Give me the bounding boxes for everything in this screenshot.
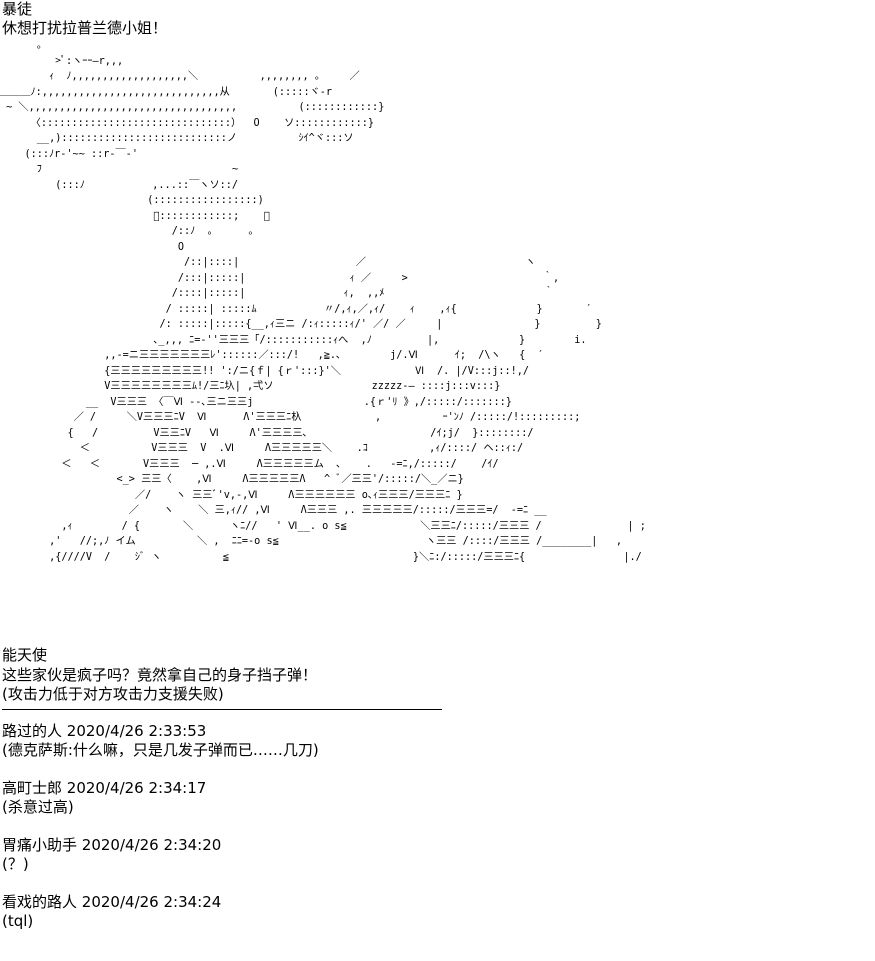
comment-header: 看戏的路人 2020/4/26 2:34:24: [2, 893, 221, 911]
comment-text: (？): [2, 855, 29, 873]
comment-author: 胃痛小助手: [2, 836, 78, 854]
comment-time: 2020/4/26 2:33:53: [66, 722, 207, 740]
ascii-art: 。 >ﾟ:ヽｰｰ―r,,, ｨ ﾉ,,,,,,,,,,,,,,,,,,,＼ ,,…: [0, 40, 646, 563]
comment-text: (杀意过高): [2, 798, 74, 816]
mob-dialogue: 休想打扰拉普兰德小姐！: [2, 19, 168, 37]
speaker-exusiai: 能天使: [2, 646, 48, 664]
comment-author: 看戏的路人: [2, 893, 78, 911]
comment-header: 胃痛小助手 2020/4/26 2:34:20: [2, 836, 221, 854]
comment-text: (德克萨斯:什么嘛，只是几发子弹而已……几刀): [2, 741, 319, 759]
comment-header: 高町士郎 2020/4/26 2:34:17: [2, 779, 206, 797]
comment-author: 高町士郎: [2, 779, 63, 797]
comment-text: (tql): [2, 912, 34, 930]
speaker-mob: 暴徒: [2, 0, 33, 18]
exusiai-dialogue: 这些家伙是疯子吗？竟然拿自己的身子挡子弹！: [2, 666, 318, 684]
comment-header: 路过的人 2020/4/26 2:33:53: [2, 722, 206, 740]
comment-author: 路过的人: [2, 722, 63, 740]
comment-time: 2020/4/26 2:34:17: [66, 779, 207, 797]
divider: [2, 709, 442, 710]
comment-time: 2020/4/26 2:34:24: [81, 893, 222, 911]
comment-time: 2020/4/26 2:34:20: [81, 836, 222, 854]
battle-note: (攻击力低于对方攻击力支援失败): [2, 685, 224, 703]
